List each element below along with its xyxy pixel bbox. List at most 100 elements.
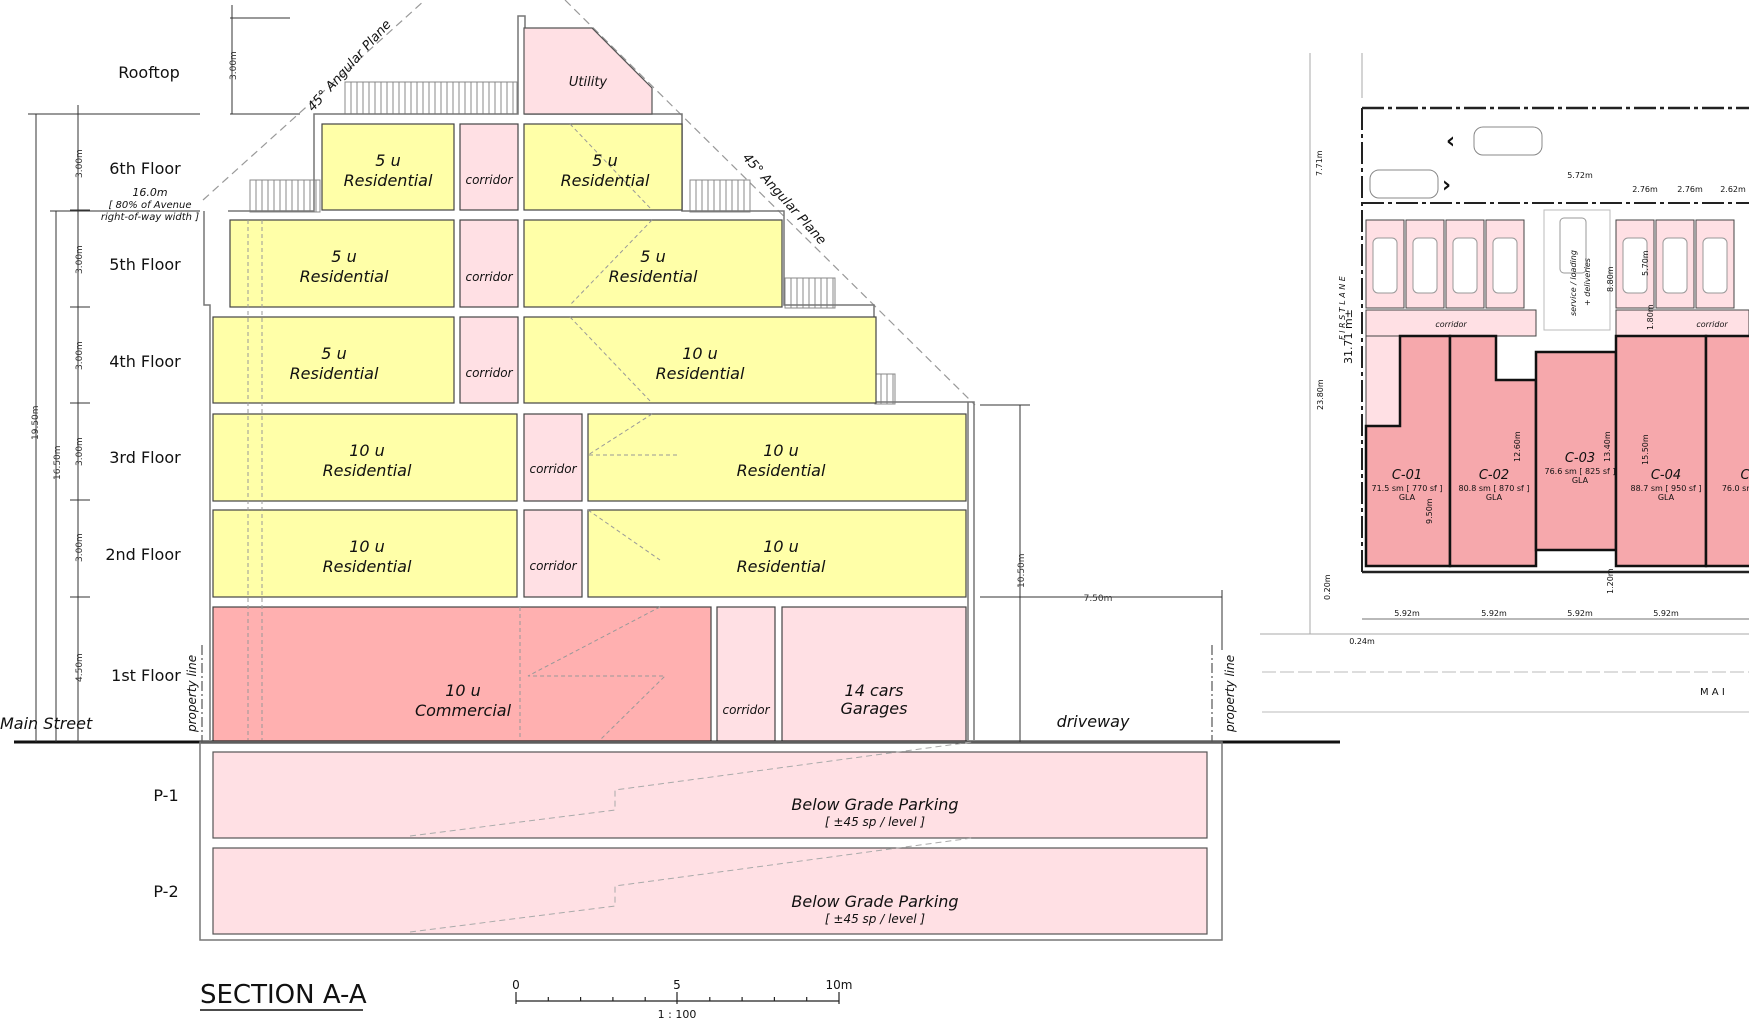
dim-total-16-50: 16.50m [53, 445, 63, 480]
corridor-4: corridor [465, 366, 513, 380]
plan-service-line-2: + deliveries [1583, 258, 1592, 306]
unit-1-garage-use: Garages [841, 699, 908, 718]
plan-unit-c04-area: 88.7 sm [ 950 sf ] [1631, 484, 1702, 493]
utility-room [523, 27, 653, 115]
unit-5-right-qty: 5 u [640, 247, 665, 266]
floor-label-1st: 1st Floor [111, 666, 181, 685]
plan-dim-276b: 2.76m [1677, 185, 1703, 194]
scale-10: 10m [826, 978, 853, 992]
plan-unit-c02-area: 80.8 sm [ 870 sf ] [1459, 484, 1530, 493]
plan-dim-1550: 15.50m [1641, 434, 1650, 465]
unit-1-garage-qty: 14 cars [845, 681, 904, 700]
unit-3-left-qty: 10 u [349, 441, 385, 460]
plan-dim-024: 0.24m [1349, 637, 1375, 646]
driveway-label: driveway [1057, 712, 1130, 731]
left-dimension-chain [28, 5, 1223, 743]
plan-dim-1340: 13.40m [1603, 431, 1612, 462]
corridor-6: corridor [465, 173, 513, 187]
plan-unit-c01-area: 71.5 sm [ 770 sf ] [1372, 484, 1443, 493]
property-line-right: property line [1223, 655, 1237, 733]
plan-unit-c01-id: C-01 [1392, 468, 1422, 483]
unit-1-commercial-qty: 10 u [445, 681, 481, 700]
plan-unit-c05-id: C [1740, 468, 1749, 483]
floor-label-4th: 4th Floor [109, 352, 181, 371]
unit-4-right-qty: 10 u [682, 344, 718, 363]
unit-5-left-qty: 5 u [331, 247, 356, 266]
plan-dim-w2: 5.92m [1481, 609, 1507, 618]
unit-labels: 5 u Residential 5 u Residential 5 u Resi… [290, 151, 908, 720]
plan-dim-276a: 2.76m [1632, 185, 1658, 194]
stall-car-icons [1372, 217, 1728, 294]
plan-unit-c04-gla: GLA [1658, 493, 1675, 502]
floor-blocks [212, 123, 967, 742]
retail-units [1364, 334, 1749, 568]
floor-label-p1: P-1 [153, 786, 178, 805]
plan-dim-w4: 5.92m [1653, 609, 1679, 618]
scale-ratio: 1 : 100 [658, 1008, 697, 1020]
plan-dim-262: 2.62m [1720, 185, 1746, 194]
corridor-2: corridor [529, 559, 577, 573]
dim-f6: 3.00m [75, 149, 85, 178]
plan-dim-2380: 23.80m [1316, 379, 1325, 410]
dim-f2: 3.00m [75, 533, 85, 562]
corridor-labels: corridor corridor corridor corridor corr… [465, 173, 770, 717]
parking-p2-title: Below Grade Parking [791, 892, 958, 911]
rooftop-railings [249, 81, 896, 405]
setback-note-line-1: 16.0m [132, 186, 167, 199]
floor-label-2nd: 2nd Floor [105, 545, 181, 564]
dim-f5: 3.00m [75, 245, 85, 274]
main-street-label: Main Street [0, 714, 93, 733]
unit-3-right-use: Residential [737, 461, 826, 480]
plan-dim-771: 7.71m [1315, 150, 1324, 176]
dim-driveway: 7.50m [1084, 594, 1113, 604]
dim-right-10-50: 10.50m [1017, 553, 1027, 588]
unit-5-left-use: Residential [300, 267, 389, 286]
unit-6-left-qty: 5 u [375, 151, 400, 170]
plan-unit-c03-id: C-03 [1565, 451, 1595, 466]
floor-label-3rd: 3rd Floor [109, 448, 181, 467]
unit-3-left-use: Residential [323, 461, 412, 480]
unit-1-commercial-use: Commercial [415, 701, 512, 720]
parking-p2-sub: [ ±45 sp / level ] [825, 912, 926, 926]
scale-bar [515, 992, 840, 1004]
plan-dim-020: 0.20m [1323, 574, 1332, 600]
section-a-a: 45° Angular Plane 45° Angular Plane Util… [0, 0, 1340, 1020]
plan-unit-c03-gla: GLA [1572, 476, 1589, 485]
floor-label-6th: 6th Floor [109, 159, 181, 178]
plan-area-label: 31.71 m± [1342, 309, 1355, 364]
corridor-1: corridor [722, 703, 770, 717]
plan-unit-c03-area: 76.6 sm [ 825 sf ] [1545, 467, 1616, 476]
plan-dim-w3: 5.92m [1567, 609, 1593, 618]
corridor-3: corridor [529, 462, 577, 476]
unit-5-right-use: Residential [609, 267, 698, 286]
plan-unit-c05-area: 76.0 sm [1722, 484, 1749, 493]
plan-dim-950: 9.50m [1425, 498, 1434, 524]
scale-5: 5 [673, 978, 681, 992]
parking-p1-title: Below Grade Parking [791, 795, 958, 814]
unit-4-left-use: Residential [290, 364, 379, 383]
site-plan: ‹ › [1260, 53, 1749, 713]
property-line-left: property line [185, 655, 199, 733]
dim-f3: 3.00m [75, 437, 85, 466]
unit-2-right-qty: 10 u [763, 537, 799, 556]
dim-f1: 4.50m [75, 653, 85, 682]
section-title: SECTION A-A [200, 980, 367, 1010]
unit-2-left-use: Residential [323, 557, 412, 576]
plan-unit-labels: C-01 71.5 sm [ 770 sf ] GLA C-02 80.8 sm… [1372, 451, 1749, 502]
stair-core [247, 123, 680, 741]
setback-note-line-3: right-of-way width ] [101, 212, 199, 223]
floor-label-5th: 5th Floor [109, 255, 181, 274]
plan-dimension-labels: 7.71m 5.72m 2.76m 2.76m 2.62m 23.80m 8.8… [1315, 150, 1746, 646]
plan-dim-880: 8.80m [1606, 266, 1615, 292]
dim-f4: 3.00m [75, 341, 85, 370]
plan-lane-label: F I R S T L A N E [1338, 275, 1347, 340]
plan-street-label: M A I [1700, 687, 1725, 698]
plan-dim-180: 1.80m [1646, 304, 1655, 330]
parking-p1-sub: [ ±45 sp / level ] [825, 815, 926, 829]
plan-dim-572: 5.72m [1567, 171, 1593, 180]
unit-6-right-use: Residential [561, 171, 650, 190]
parking-levels [199, 741, 1223, 941]
unit-6-right-qty: 5 u [592, 151, 617, 170]
section-dimension-labels: 3.00m 3.00m 3.00m 3.00m 3.00m 3.00m 4.50… [31, 51, 1112, 682]
floor-label-rooftop: Rooftop [118, 63, 180, 82]
